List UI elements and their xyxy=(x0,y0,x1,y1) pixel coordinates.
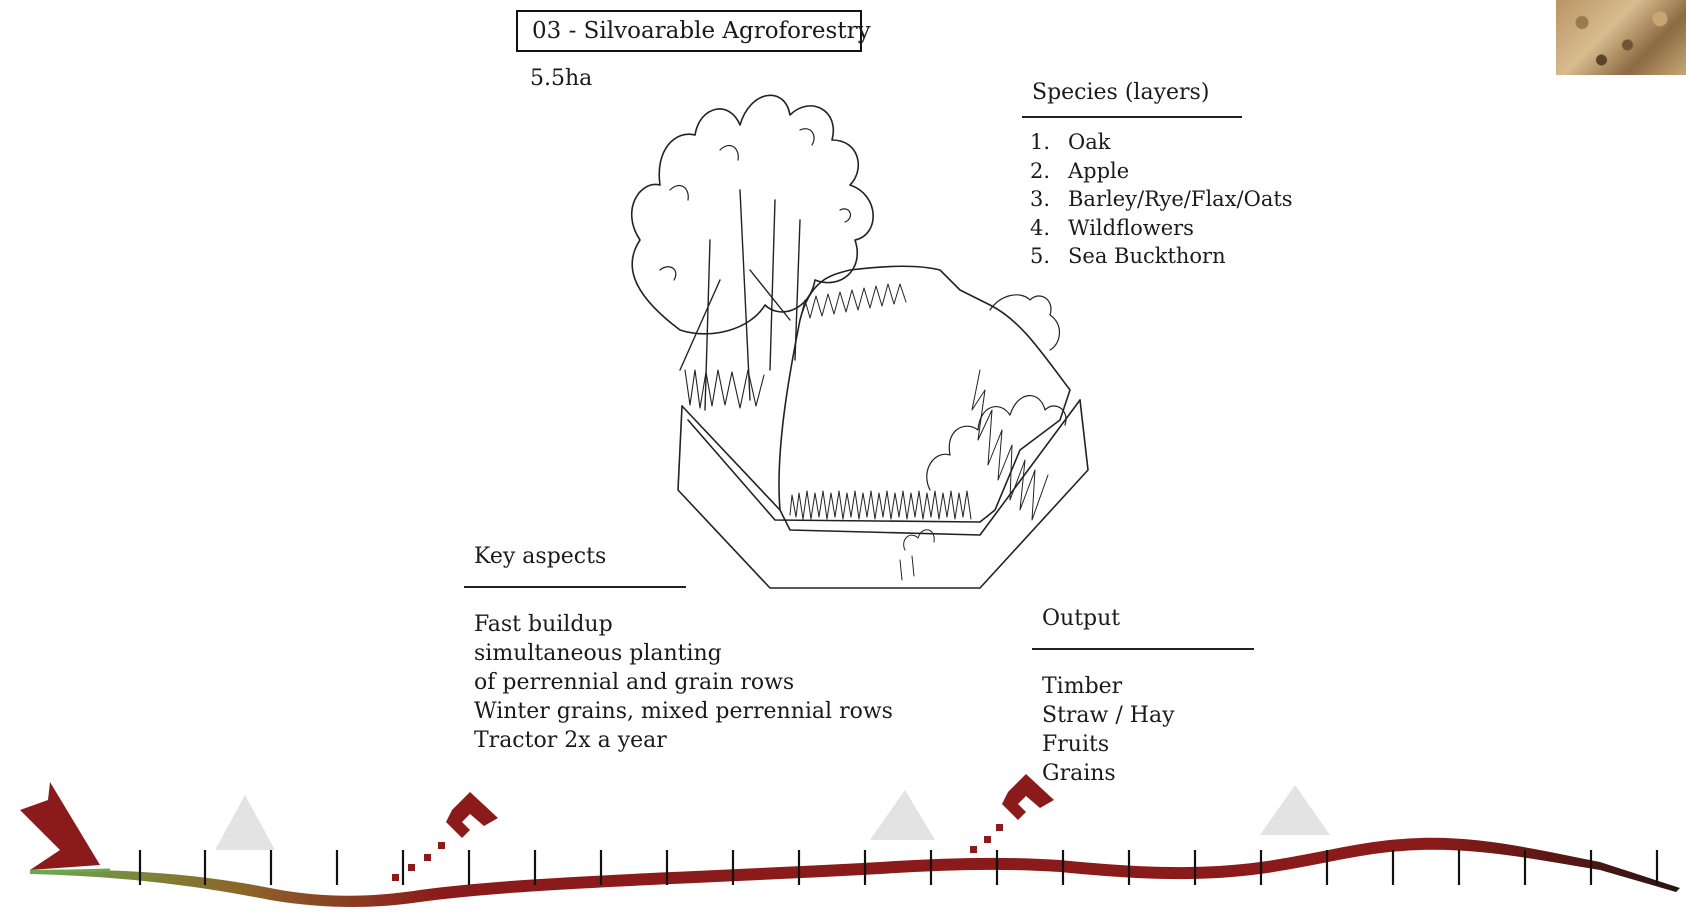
texture-photo xyxy=(1556,0,1686,75)
list-item: 3.Barley/Rye/Flax/Oats xyxy=(1030,185,1293,214)
oak-trunks xyxy=(680,190,800,410)
list-item: Winter grains, mixed perrennial rows xyxy=(474,697,893,726)
species-heading-rule xyxy=(1022,116,1242,118)
plot-top-edge xyxy=(682,400,1080,535)
ghost-marker xyxy=(870,790,935,840)
diagram-title: 03 - Silvoarable Agroforestry xyxy=(516,10,862,52)
list-item: 1.Oak xyxy=(1030,128,1293,157)
ghost-marker xyxy=(1260,785,1330,835)
species-list: 1.Oak 2.Apple 3.Barley/Rye/Flax/Oats 4.W… xyxy=(1030,128,1293,271)
hedge-row xyxy=(927,295,1066,490)
key-aspects-list: Fast buildup simultaneous planting of pe… xyxy=(474,610,893,755)
ghost-marker xyxy=(215,795,275,850)
timeline-start-line xyxy=(30,870,110,872)
milestone-marker xyxy=(1002,774,1054,820)
plot-front-edge xyxy=(688,420,980,522)
timeline xyxy=(0,770,1686,922)
list-item: Tractor 2x a year xyxy=(474,726,893,755)
output-heading: Output xyxy=(1042,606,1120,631)
list-item: Fast buildup xyxy=(474,610,893,639)
list-item: Fruits xyxy=(1042,730,1175,759)
oak-canopy xyxy=(632,95,873,334)
crop-field xyxy=(779,266,1070,522)
list-item: 4.Wildflowers xyxy=(1030,214,1293,243)
list-item: 5.Sea Buckthorn xyxy=(1030,242,1293,271)
output-heading-rule xyxy=(1032,648,1254,650)
milestone-marker xyxy=(446,792,498,838)
species-heading: Species (layers) xyxy=(1032,80,1209,105)
key-aspects-heading: Key aspects xyxy=(474,544,606,569)
plot-sketch xyxy=(600,70,1100,650)
timeline-ribbon xyxy=(30,838,1680,907)
list-item: of perrennial and grain rows xyxy=(474,668,893,697)
site-area: 5.5ha xyxy=(530,66,592,91)
list-item: Straw / Hay xyxy=(1042,701,1175,730)
list-item: simultaneous planting xyxy=(474,639,893,668)
list-item: 2.Apple xyxy=(1030,157,1293,186)
key-aspects-heading-rule xyxy=(464,586,686,588)
timeline-start-arrow xyxy=(20,782,100,870)
list-item: Timber xyxy=(1042,672,1175,701)
